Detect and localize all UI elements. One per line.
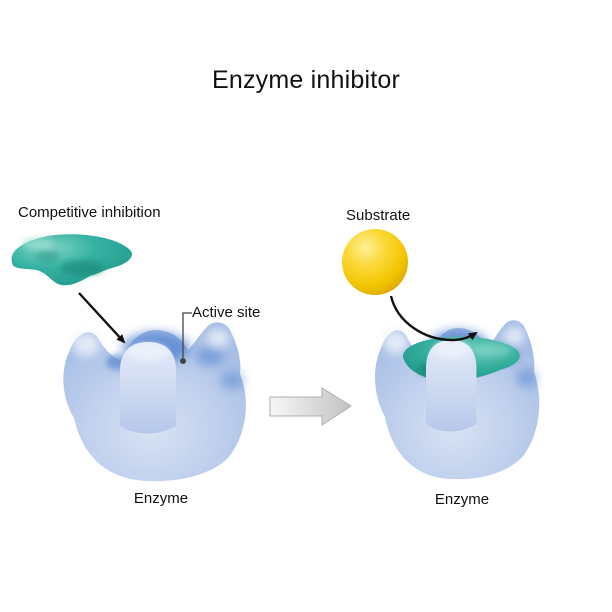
left-enzyme-shape — [63, 322, 246, 481]
substrate-blocked-arrow — [389, 295, 478, 342]
active-site-marker-dot — [180, 358, 186, 364]
enzyme-label-right: Enzyme — [434, 491, 490, 508]
active-site-label: Active site — [192, 304, 261, 321]
inhibitor-binding-arrow — [78, 292, 126, 344]
substrate-label: Substrate — [346, 207, 411, 224]
substrate-molecule — [342, 229, 408, 295]
competitive-inhibition-label: Competitive inhibition — [18, 204, 161, 221]
active-site-leader-line — [182, 312, 192, 358]
enzyme-label-left: Enzyme — [133, 490, 189, 507]
diagram-title: Enzyme inhibitor — [211, 66, 400, 94]
right-enzyme-active-site-bump — [426, 340, 476, 432]
transition-arrow — [269, 387, 352, 426]
competitive-inhibitor-molecule — [11, 234, 132, 286]
